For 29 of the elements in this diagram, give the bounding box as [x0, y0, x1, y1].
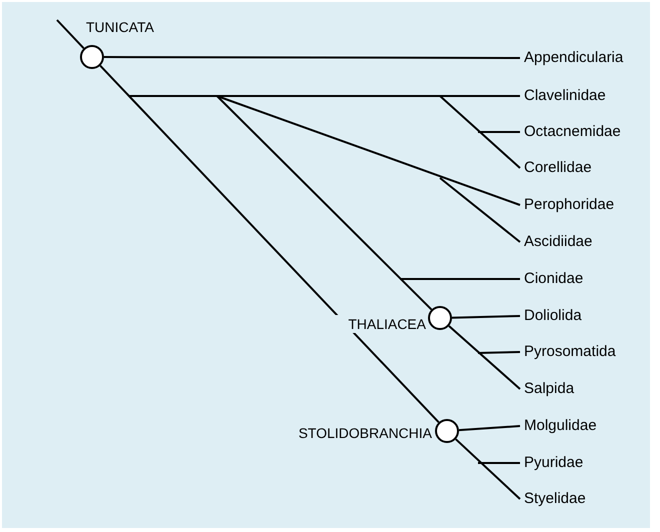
tree-branch [478, 462, 520, 464]
taxon-label: Molgulidae [520, 416, 597, 436]
tree-branch [216, 95, 432, 310]
taxon-label: Cionidae [520, 269, 584, 289]
tree-branch [100, 65, 440, 423]
taxon-label: Doliolida [520, 306, 582, 326]
tree-branch [458, 425, 520, 432]
taxon-label: Pyuridae [520, 453, 584, 473]
tree-branch [439, 177, 521, 243]
tree-branch [439, 95, 521, 169]
tree-branch [448, 325, 521, 390]
taxon-label: Pyrosomatida [520, 342, 616, 362]
tree-branch [104, 56, 520, 59]
taxon-label: Perophoridae [520, 195, 614, 215]
taxon-label: Ascidiidae [520, 232, 592, 252]
tree-branch [455, 438, 521, 500]
taxon-label: Clavelinidae [520, 86, 606, 106]
tree-branch [400, 278, 520, 280]
tree-branch [216, 95, 520, 206]
tree-branch [129, 95, 520, 97]
tree-branch [478, 131, 520, 133]
tree-branch [56, 19, 84, 49]
taxon-label: Corellidae [520, 158, 592, 178]
taxon-label: Appendicularia [520, 48, 624, 68]
tree-branch [452, 315, 520, 319]
taxon-label: Salpida [520, 379, 574, 399]
taxon-label: Styelidae [520, 489, 586, 509]
taxon-label: Octacnemidae [520, 122, 621, 142]
tree-branch [478, 351, 520, 354]
